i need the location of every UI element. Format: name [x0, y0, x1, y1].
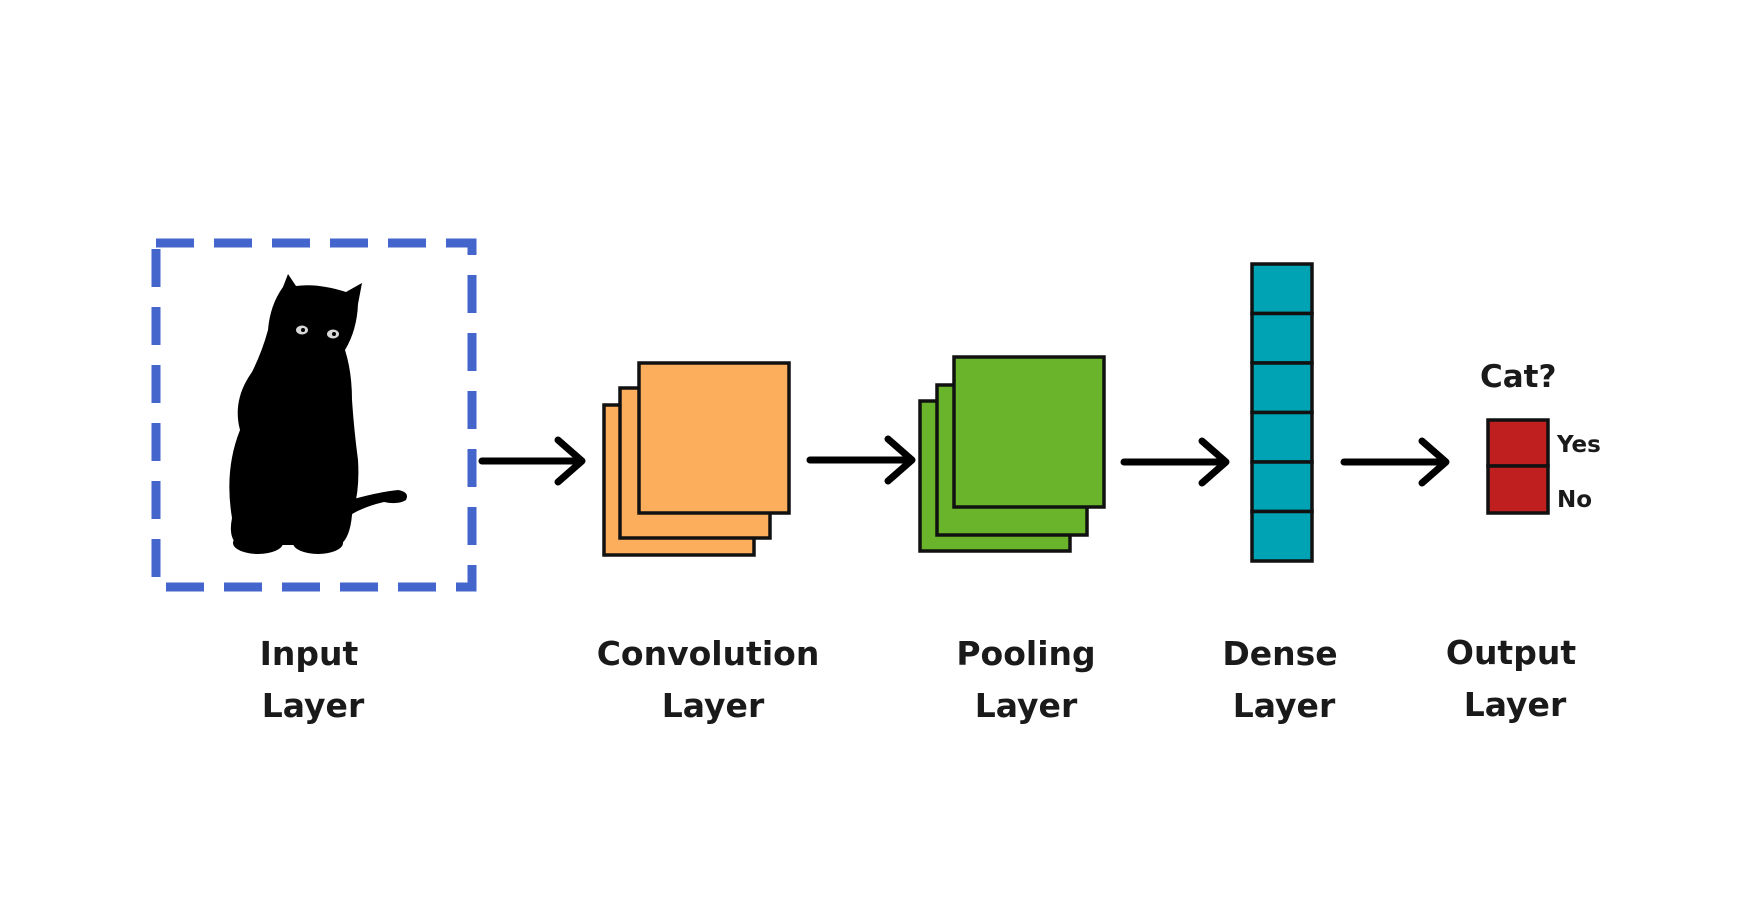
dense-unit — [1250, 509, 1314, 563]
input-frame — [151, 238, 477, 592]
pooling-layer — [918, 355, 1106, 553]
dense-unit — [1250, 361, 1314, 415]
right-arrow-icon — [478, 436, 586, 486]
pool-feature-map-front — [952, 355, 1106, 509]
dense-label-line2: Layer — [1233, 686, 1336, 725]
dense-unit — [1250, 262, 1314, 316]
layer-labels: Input Layer Convolution Layer Pooling La… — [260, 633, 1577, 725]
convolution-label-line2: Layer — [662, 686, 765, 725]
right-arrow-icon — [806, 435, 916, 485]
dense-layer — [1250, 262, 1314, 563]
output-option-no: No — [1557, 487, 1592, 513]
output-question: Cat? — [1480, 359, 1556, 395]
pooling-label-line1: Pooling — [956, 634, 1095, 673]
input-label-line1: Input — [260, 634, 359, 673]
dense-unit — [1250, 460, 1314, 514]
dense-label-line1: Dense — [1222, 634, 1337, 673]
right-arrow-icon — [1120, 437, 1230, 487]
right-arrow-icon — [1340, 437, 1450, 487]
output-label-line1: Output — [1446, 633, 1576, 672]
output-option-yes: Yes — [1556, 432, 1601, 458]
dense-unit — [1250, 311, 1314, 365]
input-label-line2: Layer — [262, 686, 365, 725]
convolution-layer — [602, 361, 791, 557]
dense-unit — [1250, 410, 1314, 464]
convolution-label-line1: Convolution — [597, 634, 820, 673]
output-node-no — [1486, 464, 1550, 515]
output-label-line2: Layer — [1464, 685, 1567, 724]
output-layer: Cat? Yes No — [1480, 359, 1601, 515]
conv-feature-map-front — [637, 361, 791, 515]
pooling-label-line2: Layer — [975, 686, 1078, 725]
input-layer — [151, 238, 477, 592]
cat-silhouette-icon — [229, 274, 407, 554]
output-node-yes — [1486, 418, 1550, 468]
